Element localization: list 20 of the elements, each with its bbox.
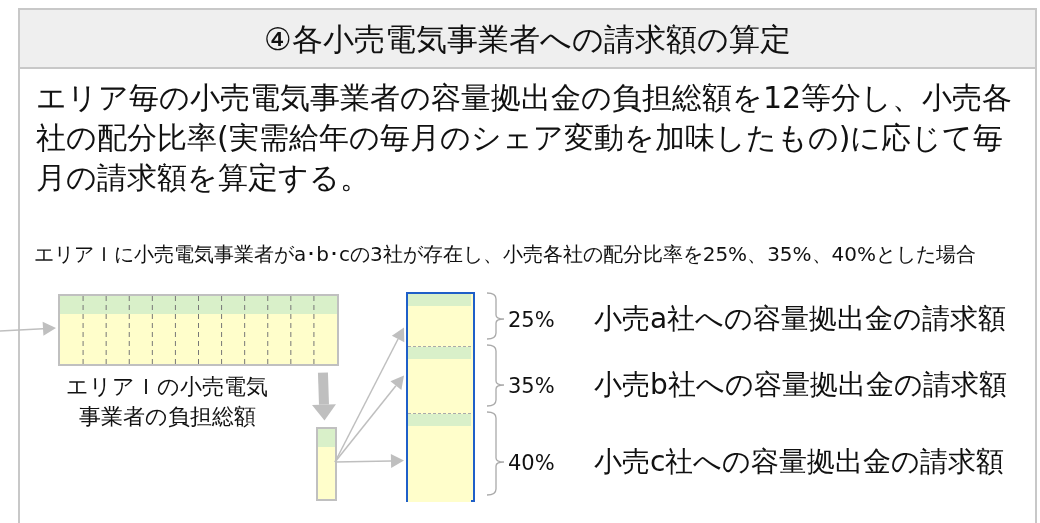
arrow bbox=[0, 321, 56, 336]
arrow bbox=[334, 453, 404, 468]
note: エリアＩに小売電気事業者がa･b･cの3社が存在し、小売各社の配分比率を25%、35%、40%とした場合 bbox=[34, 241, 978, 267]
bar-segment bbox=[408, 413, 471, 502]
amount-label: 小売b社への容量拠出金の請求額 bbox=[594, 367, 1008, 403]
percent-label: 25% bbox=[508, 307, 556, 334]
bar-caption: エリアＩの小売電気事業者の負担総額 bbox=[65, 373, 269, 431]
arrow bbox=[334, 375, 404, 463]
amount-label: 小売a社への容量拠出金の請求額 bbox=[594, 301, 1008, 337]
allocation-bar bbox=[406, 292, 475, 502]
percent-label: 35% bbox=[508, 373, 556, 400]
block-arrow bbox=[312, 372, 336, 421]
percent-label: 40% bbox=[508, 450, 556, 477]
monthly-bar bbox=[316, 427, 337, 501]
arrow bbox=[334, 327, 405, 463]
heading: ④各小売電気事業者への請求額の算定 bbox=[263, 20, 792, 58]
body-text: エリア毎の小売電気事業者の容量拠出金の負担総額を12等分し、小売各社の配分比率(実需給年の毎月のシェア変動を加味したもの)に応じて毎月の請求額を算定する。 bbox=[36, 79, 1014, 197]
amount-label: 小売c社への容量拠出金の請求額 bbox=[594, 444, 1006, 480]
twelve-part-bar bbox=[58, 294, 339, 366]
panel bbox=[18, 8, 1037, 523]
